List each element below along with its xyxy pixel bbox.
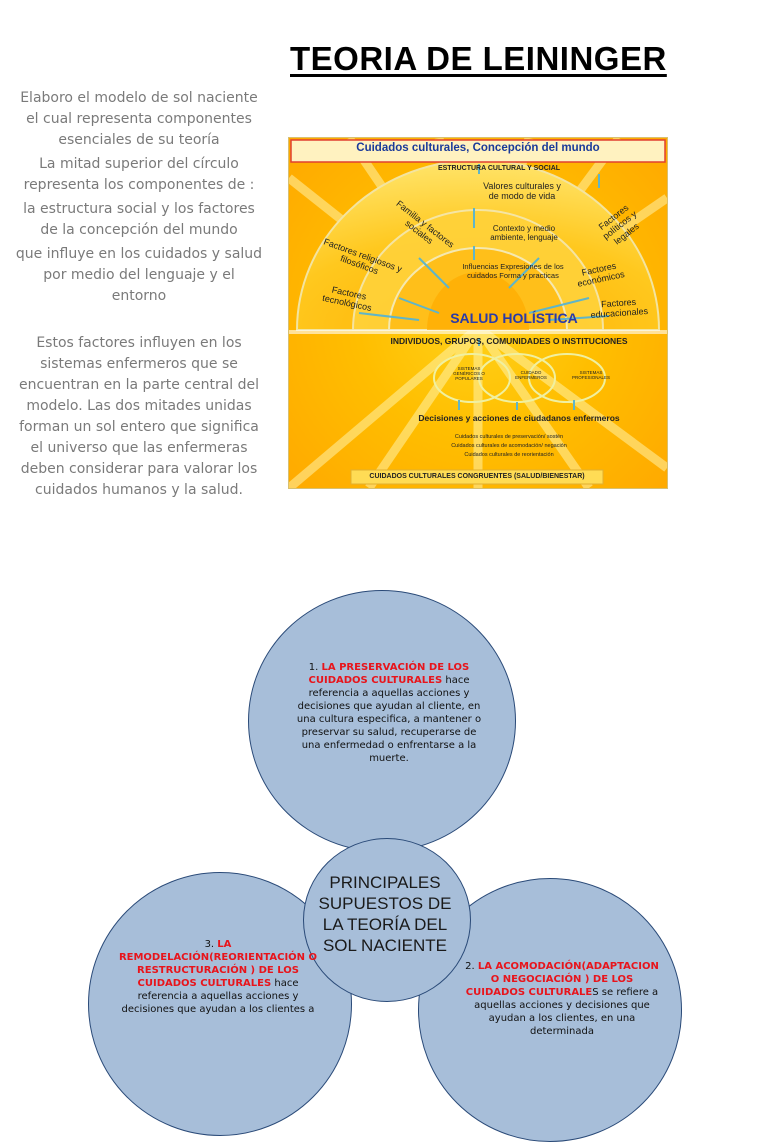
intro-paragraph: la estructura social y los factores de l… — [23, 201, 255, 238]
bottom-banner-label: CUIDADOS CULTURALES CONGRUENTES (SALUD/B… — [369, 473, 585, 480]
preservacion-body: hace referencia a aquellas acciones y de… — [296, 675, 482, 764]
remodelacion-text: 3. LA REMODELACIÓN(REORIENTACIÓN O RESTR… — [118, 938, 318, 1016]
preservacion-number: 1. — [308, 662, 322, 673]
cuidados-acomodacion-label: Cuidados culturales de acomodación/ nega… — [451, 443, 567, 449]
intro-paragraph: Estos factores influyen en los sistemas … — [18, 335, 260, 498]
intro-text: Elaboro el modelo de sol naciente el cua… — [14, 88, 264, 504]
cuidados-preservacion-label: Cuidados culturales de preservación/ sos… — [454, 434, 564, 440]
contexto-label: Contexto y medio ambiente, lenguaje — [490, 224, 558, 243]
intro-paragraph: que influye en los cuidados y salud por … — [15, 246, 263, 304]
acomodacion-heading: LA ACOMODACIÓN(ADAPTACION O NEGOCIACIÓN … — [465, 961, 659, 998]
sunrise-model-figure: Cuidados culturales, Concepción del mund… — [288, 137, 668, 489]
circle-center — [303, 838, 471, 1002]
remodelacion-heading: LA REMODELACIÓN(REORIENTACIÓN O RESTRUCT… — [118, 939, 318, 989]
preservacion-text: 1. LA PRESERVACIÓN DE LOS CUIDADOS CULTU… — [292, 661, 486, 765]
remodelacion-body: hace referencia a aquellas acciones y de… — [121, 978, 315, 1015]
sistemas-genericos-label: SISTEMAS GENÉRICOS O POPULARES — [453, 366, 485, 382]
top-banner-label: Cuidados culturales, Concepción del mund… — [356, 142, 600, 154]
salud-holistica-label: SALUD HOLÍSTICA — [450, 310, 578, 326]
cuidados-reorientacion-label: Cuidados culturales de reorientación — [464, 452, 554, 458]
acomodacion-number: 2. — [465, 961, 478, 972]
influencias-label: Influencias Expresiones de los cuidados … — [462, 262, 564, 280]
individuos-label: INDIVIDUOS, GRUPOS, COMUNIDADES O INSTIT… — [390, 336, 628, 346]
acomodacion-text: 2. LA ACOMODACIÓN(ADAPTACION O NEGOCIACI… — [460, 960, 664, 1038]
center-title: PRINCIPALES SUPUESTOS DE LA TEORÍA DEL S… — [318, 873, 452, 955]
intro-paragraph: Elaboro el modelo de sol naciente el cua… — [20, 90, 258, 148]
valores-label: Valores culturales y de modo de vida — [483, 181, 561, 202]
sunrise-rays-graphic — [289, 138, 667, 488]
page-title: TEORIA DE LEININGER — [290, 40, 667, 77]
decisiones-label: Decisiones y acciones de ciudadanos enfe… — [418, 413, 620, 423]
intro-paragraph: La mitad superior del círculo representa… — [23, 156, 255, 193]
sistemas-profesionales-label: SISTEMAS PROFESIONALES — [571, 370, 610, 381]
circle-preservacion — [248, 590, 516, 852]
structure-label: ESTRUCTURA CULTURAL Y SOCIAL — [437, 165, 561, 172]
preservacion-heading: LA PRESERVACIÓN DE LOS CUIDADOS CULTURAL… — [308, 662, 470, 686]
remodelacion-number: 3. — [204, 939, 218, 950]
cuidado-enfermeros-label: CUIDADO ENFERMEROS — [515, 370, 547, 381]
